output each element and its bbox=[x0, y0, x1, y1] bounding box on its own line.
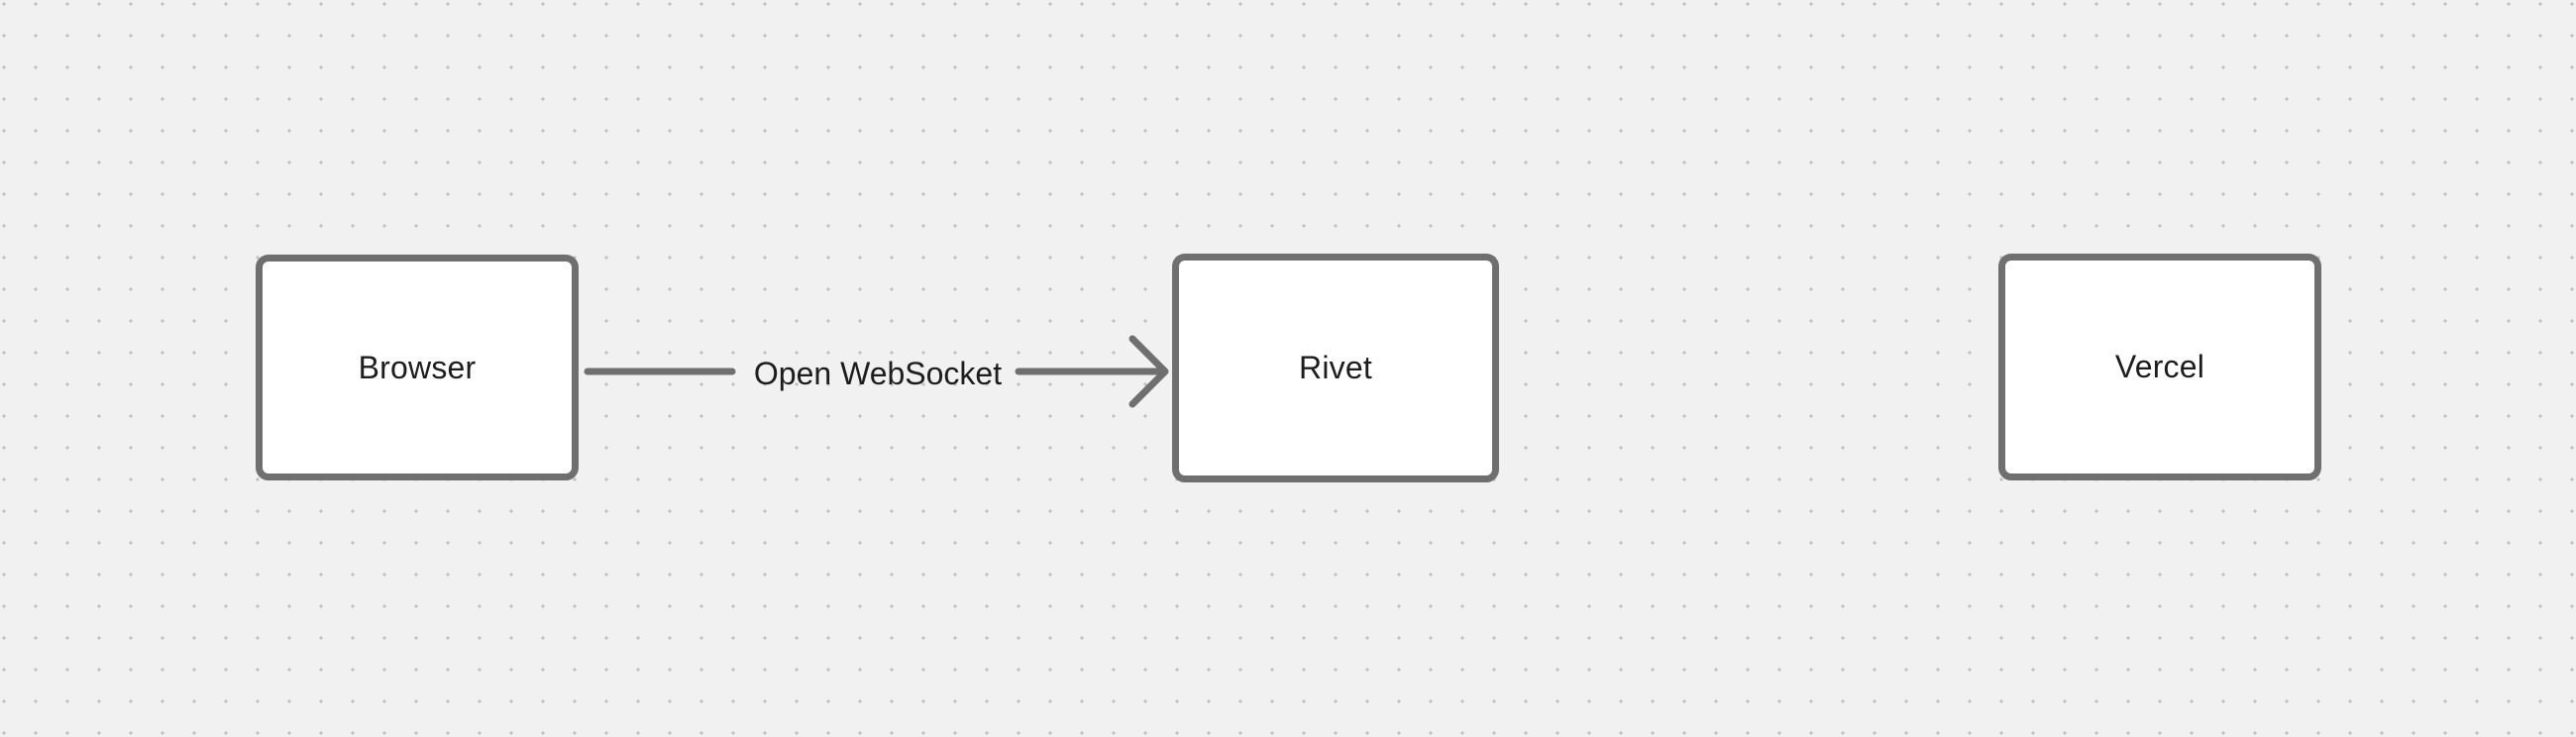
node-vercel-label: Vercel bbox=[2114, 349, 2205, 385]
node-vercel[interactable]: Vercel bbox=[1998, 254, 2321, 480]
node-rivet[interactable]: Rivet bbox=[1172, 254, 1499, 482]
arrow-head-icon bbox=[1128, 335, 1169, 408]
node-browser[interactable]: Browser bbox=[256, 255, 579, 480]
node-rivet-label: Rivet bbox=[1299, 350, 1372, 386]
node-browser-label: Browser bbox=[358, 349, 477, 385]
edge-label-open-websocket[interactable]: Open WebSocket bbox=[753, 355, 1003, 391]
